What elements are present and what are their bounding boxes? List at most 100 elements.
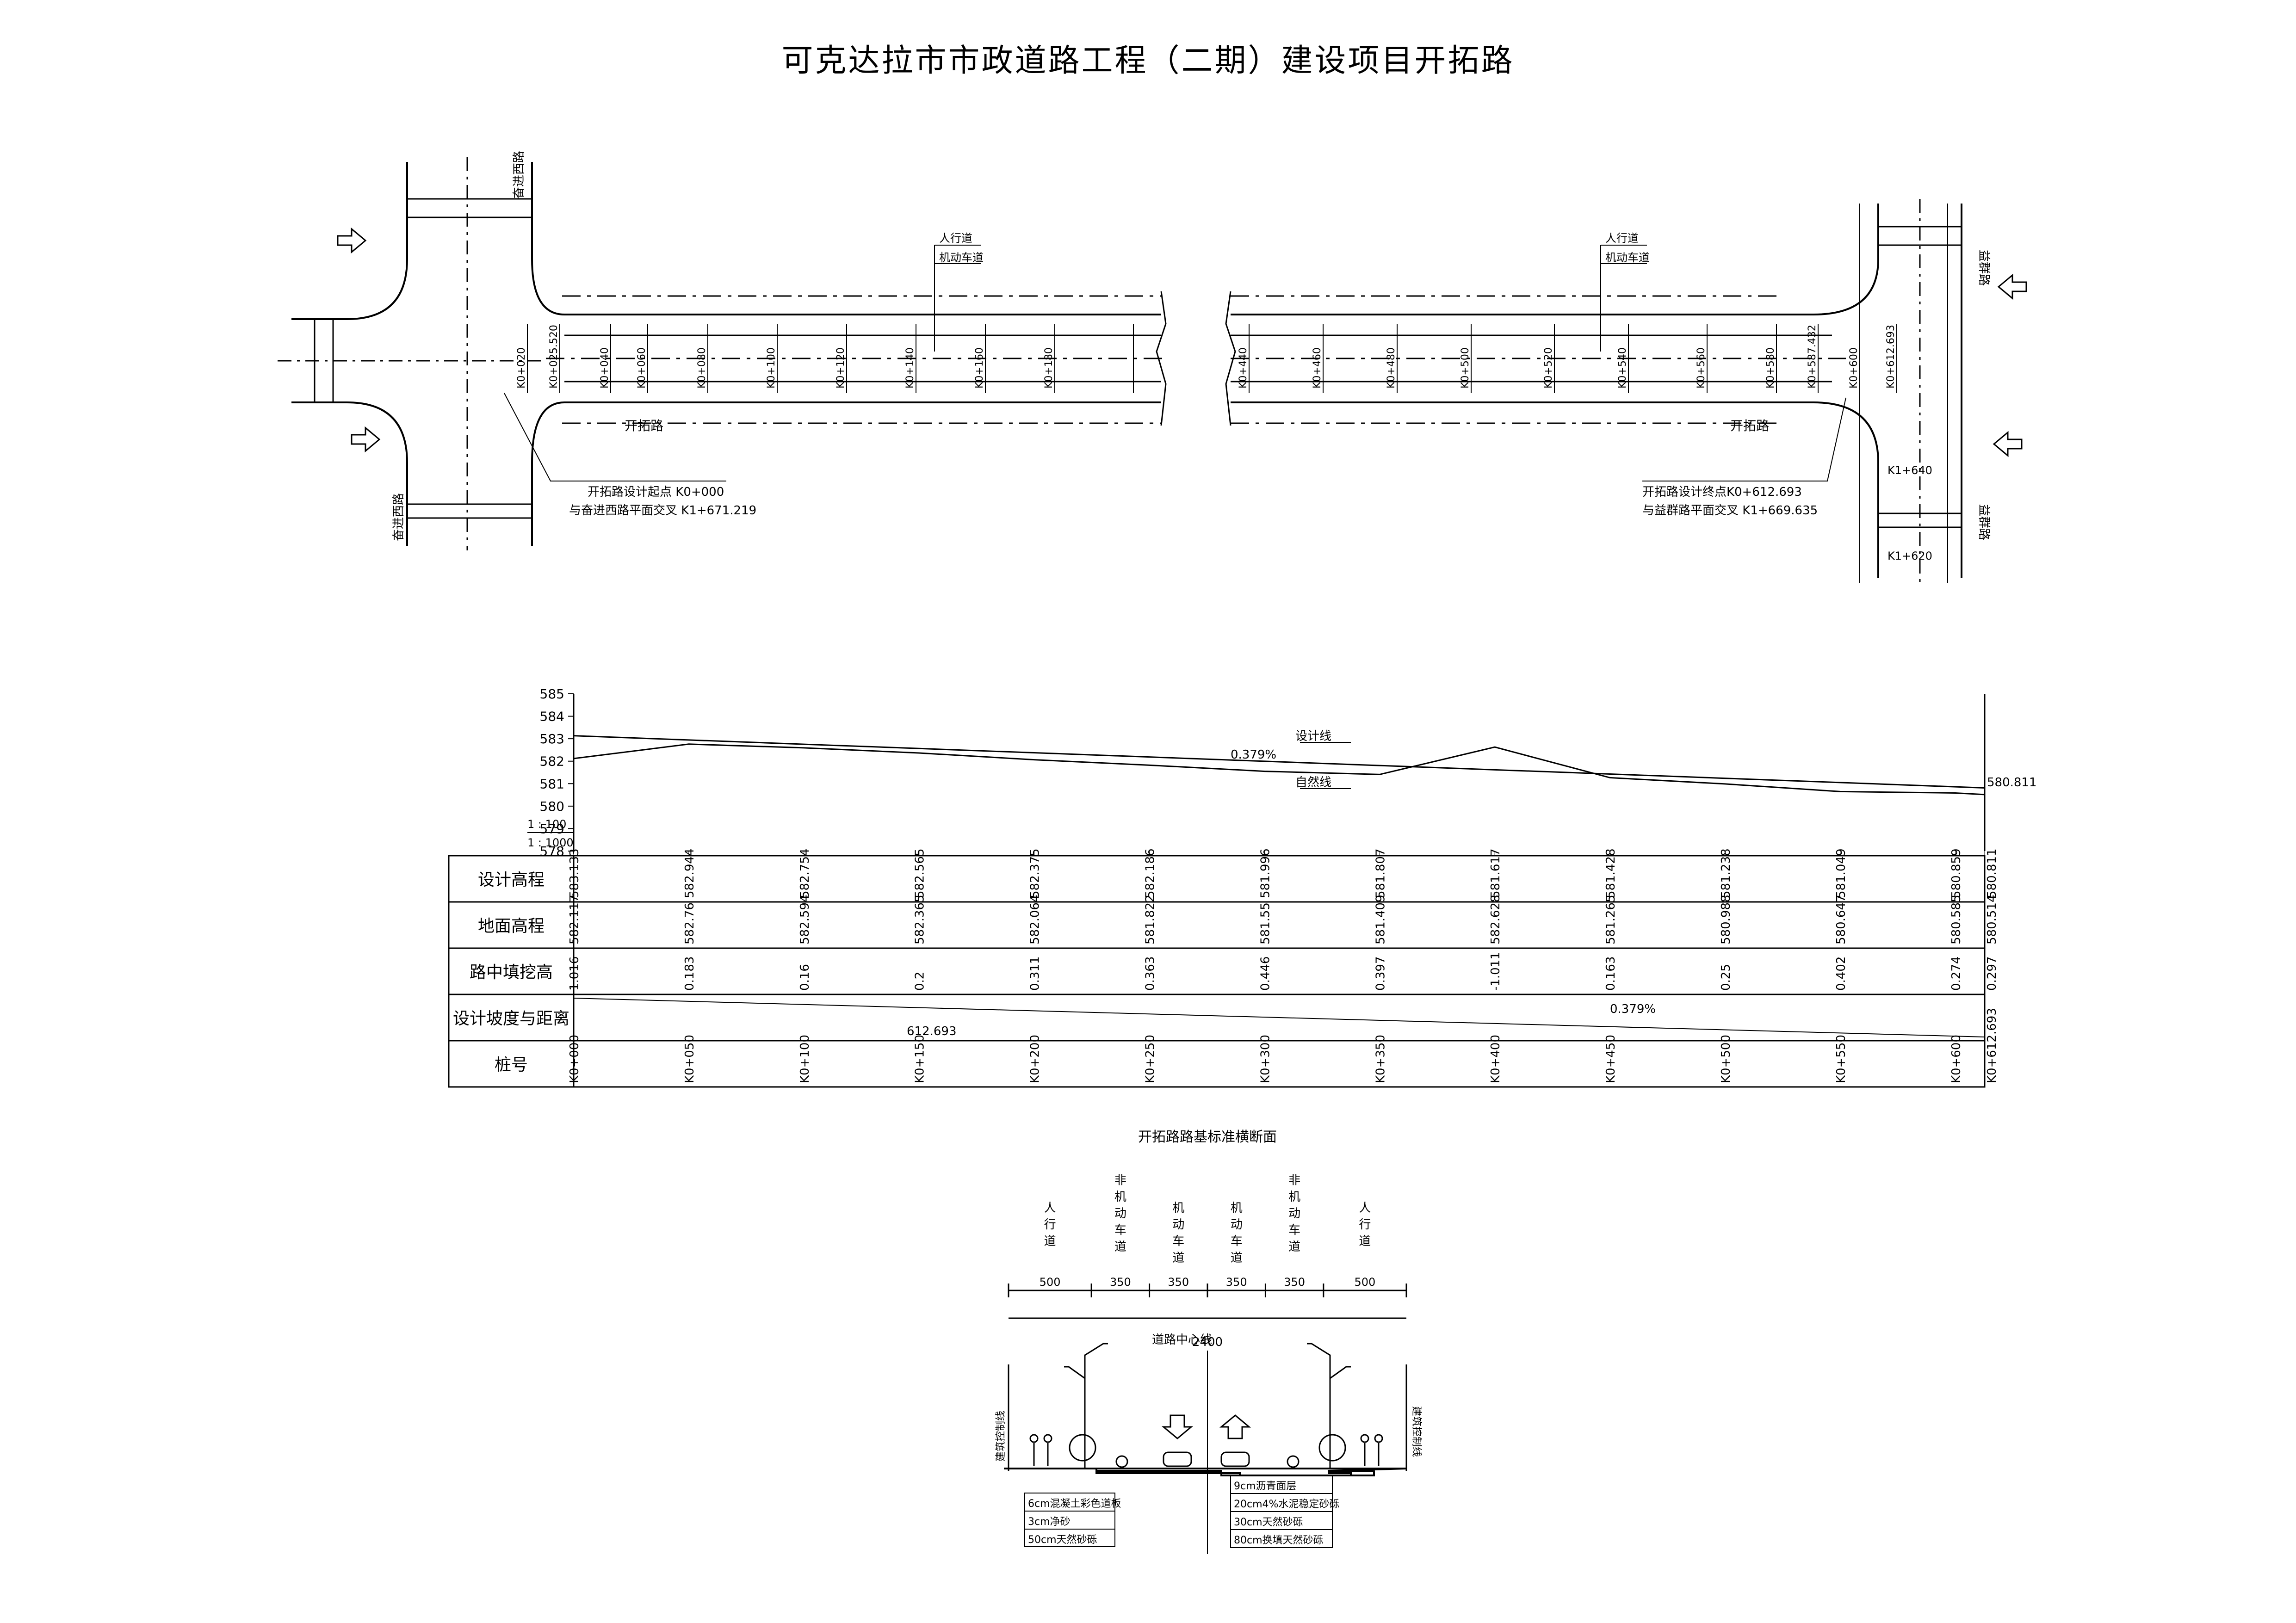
table-cell: K0+550 [1834,1035,1848,1083]
plan-station-label: K0+100 [766,347,777,389]
plan-station-label: K0+600 [1848,347,1860,389]
table-cell: 0.25 [1719,964,1733,991]
table-cell: 581.617 [1489,848,1503,898]
plan-station-label: K0+500 [1460,347,1471,389]
lane-name-char: 机 [1288,1190,1300,1204]
table-cell: 581.822 [1144,895,1157,944]
scale-vertical: 1 : 100 [527,818,566,831]
table-cell: 0.363 [1144,957,1157,991]
table-cell: 582.76 [683,902,697,944]
legend-sidewalk-right: 人行道 [1605,232,1639,245]
plan-station-label: K0+060 [636,347,648,389]
y-tick-label: 582 [540,754,564,769]
table-cell: 580.988 [1719,895,1733,944]
plan-view: 奋进西路 奋进西路 益群路 益群路 开拓路 开拓路 人行道 机动车道 人行道 机… [278,151,2027,583]
table-cell: 583.133 [568,848,582,898]
plan-station-label: K0+140 [904,347,916,389]
lane-name-char: 机 [1114,1190,1126,1204]
plan-station-label: K0+025.520 [548,325,560,389]
plan-station-label: K0+040 [599,347,611,389]
y-tick-label: 585 [540,686,564,702]
end-elev-label: 580.811 [1987,776,2037,790]
table-row-label: 设计高程 [478,870,545,889]
legend-sidewalk-left: 人行道 [939,232,972,245]
layer-right-3: 30cm天然砂砾 [1234,1517,1303,1528]
table-cell: 580.514 [1985,895,1999,944]
table-row-label: 路中填挖高 [470,963,553,982]
table-cell: K0+612.693 [1985,1008,1999,1083]
right-cross-station-2: K1+620 [1888,549,1932,562]
layer-left-2: 3cm净砂 [1028,1516,1071,1528]
y-tick-label: 583 [540,731,564,747]
lane-name-char: 人 [1359,1201,1371,1215]
lane-width: 500 [1040,1276,1061,1289]
lane-name-char: 道 [1359,1234,1371,1248]
lane-name-char: 非 [1288,1173,1300,1187]
lane-name-char: 车 [1288,1223,1300,1237]
plan-station-label: K0+520 [1543,347,1554,389]
section-total-width: 2400 [1192,1335,1223,1349]
lane-name-char: 行 [1044,1218,1056,1232]
lane-name-char: 非 [1114,1173,1126,1187]
lane-name-char: 道 [1172,1251,1184,1265]
edge-left-label: 建筑控制线 [995,1411,1007,1462]
layer-left-3: 50cm天然砂砾 [1028,1534,1097,1546]
table-cell: 0.397 [1374,957,1387,991]
slope-diagonal [573,998,1985,1037]
plan-station-label: K0+120 [835,347,847,389]
lane-name-char: 人 [1044,1201,1056,1215]
centerline-label: 道路中心线 [1152,1333,1212,1347]
grade-label: 0.379% [1231,748,1276,762]
layer-left-1: 6cm混凝土彩色道板 [1028,1498,1121,1510]
plan-station-label: K0+440 [1238,347,1249,389]
table-cell: 0.16 [798,964,812,991]
left-road-name-bottom: 奋进西路 [392,493,406,541]
table-cell: 582.365 [913,895,927,944]
table-cell: 582.064 [1028,895,1042,944]
table-row-label: 地面高程 [478,917,545,936]
table-cell: K0+450 [1604,1035,1618,1083]
table-cell: 1.016 [568,957,582,991]
lane-name-char: 车 [1172,1234,1184,1248]
table-cell: 581.238 [1719,848,1733,898]
plan-station-label: K0+540 [1617,347,1628,389]
lane-width: 350 [1284,1276,1305,1289]
table-cell: 582.628 [1489,895,1503,944]
table-cell: 581.55 [1258,902,1272,944]
table-cell: 582.186 [1144,848,1157,898]
table-cell: 580.811 [1985,848,1999,898]
y-tick-label: 581 [540,776,564,791]
y-tick-label: 579 [540,821,564,836]
table-cell: 582.375 [1028,848,1042,898]
lane-width: 350 [1226,1276,1247,1289]
table-cell: 0.446 [1258,957,1272,991]
table-cell: 581.265 [1604,895,1618,944]
table-cell: 581.996 [1258,848,1272,898]
lane-name-char: 动 [1231,1218,1243,1232]
slope-percent: 0.379% [1610,1002,1656,1016]
right-road-name-top: 益群路 [1977,250,1991,286]
scale-horizontal: 1 : 1000 [527,836,574,849]
table-cell: 581.428 [1604,848,1618,898]
table-cell: 582.565 [913,848,927,898]
plan-station-label: K0+180 [1043,347,1055,389]
layer-right-1: 9cm沥青面层 [1234,1481,1297,1492]
table-cell: 582.594 [798,895,812,944]
table-cell: -1.011 [1489,952,1503,991]
plan-station-label: K0+612.693 [1885,325,1897,389]
road-label-left: 开拓路 [625,418,663,433]
profile-table-frame [448,855,1986,1088]
table-cell: K0+500 [1719,1035,1733,1083]
lane-name-char: 行 [1359,1218,1371,1232]
drawing-title: 可克达拉市市政道路工程（二期）建设项目开拓路 [781,43,1515,79]
table-cell: K0+600 [1949,1035,1963,1083]
lane-name-char: 车 [1231,1234,1243,1248]
natural-line [573,743,1985,796]
table-cell: 581.807 [1374,848,1387,898]
lane-name-char: 道 [1288,1240,1300,1254]
table-cell: K0+250 [1144,1035,1157,1083]
table-row-label: 桩号 [495,1055,528,1074]
plan-station-label: K0+587.432 [1807,325,1818,389]
natural-line-label: 自然线 [1295,776,1331,790]
